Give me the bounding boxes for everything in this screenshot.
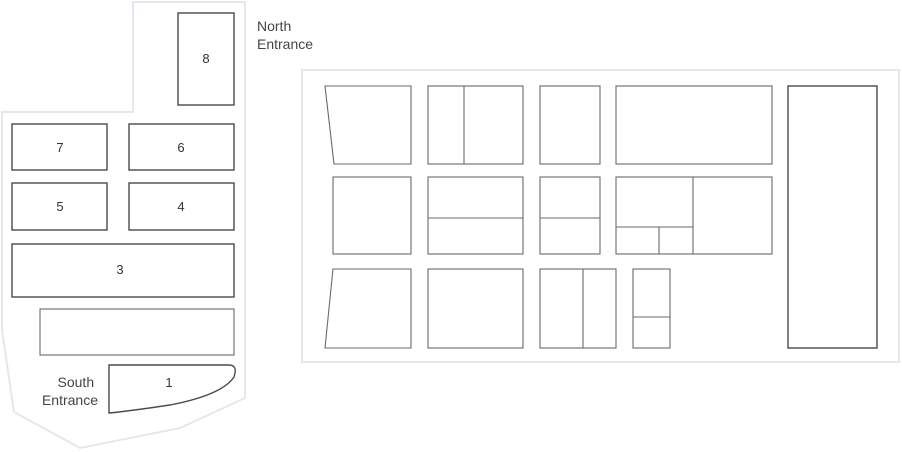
lot-7[interactable]: 7: [11, 123, 108, 171]
lot-1[interactable]: 1: [108, 364, 236, 414]
lot-4[interactable]: 4: [128, 182, 235, 231]
block-r3-c4[interactable]: [632, 268, 671, 349]
lot-8[interactable]: 8: [177, 12, 235, 106]
lot-3[interactable]: 3: [11, 243, 235, 298]
block-tall-right[interactable]: [787, 85, 878, 349]
lot-1-label: 1: [165, 375, 172, 390]
south-entrance-line2: Entrance: [42, 392, 98, 408]
lot-4-label: 4: [177, 199, 184, 214]
block-r3-c2[interactable]: [427, 268, 524, 349]
lot-5-label: 5: [56, 199, 63, 214]
lot-3-label: 3: [116, 262, 123, 277]
south-entrance-label: South Entrance: [42, 374, 98, 408]
block-r2-c3[interactable]: [539, 176, 601, 255]
block-r3-c3[interactable]: [539, 268, 617, 349]
north-entrance-line2: Entrance: [257, 36, 313, 52]
block-r2-c2[interactable]: [427, 176, 524, 255]
block-r2-c1[interactable]: [332, 176, 412, 255]
lot-8-label: 8: [202, 51, 209, 66]
block-r1-c4[interactable]: [615, 85, 773, 165]
lot-7-label: 7: [56, 140, 63, 155]
north-entrance-label: North Entrance: [257, 18, 313, 52]
lot-6[interactable]: 6: [128, 123, 235, 171]
north-entrance-line1: North: [257, 18, 291, 34]
lot-unlabeled-left[interactable]: [39, 308, 235, 356]
block-r1-c3[interactable]: [539, 85, 601, 165]
lot-5[interactable]: 5: [11, 182, 108, 231]
block-r1-c1[interactable]: [324, 85, 412, 165]
block-r3-c1[interactable]: [324, 268, 412, 349]
block-r2-c4[interactable]: [615, 176, 773, 255]
lot-6-label: 6: [177, 140, 184, 155]
south-entrance-line1: South: [58, 374, 95, 390]
block-r1-c2[interactable]: [427, 85, 524, 165]
